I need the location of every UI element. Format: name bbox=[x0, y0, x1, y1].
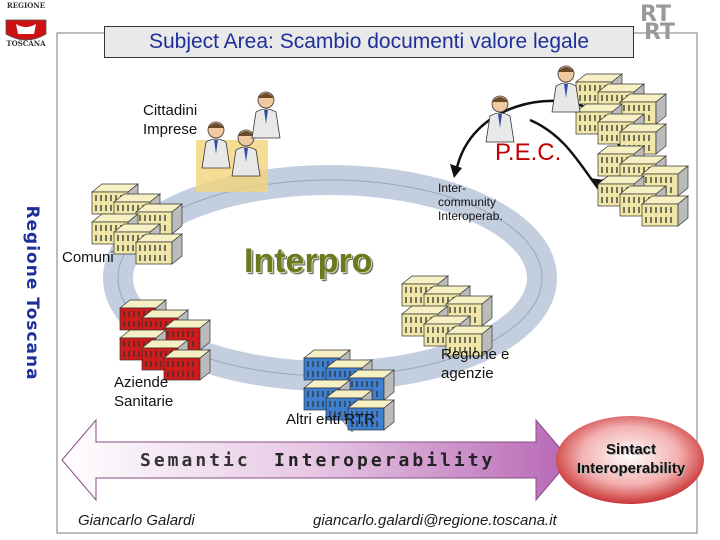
citizens-label: Cittadini bbox=[143, 102, 198, 119]
intercommunity-line-1: Inter- bbox=[438, 181, 467, 195]
regione-label-line-2: agenzie bbox=[441, 365, 494, 382]
author-email: giancarlo.galardi@regione.toscana.it bbox=[313, 512, 557, 529]
slide-title: Subject Area: Scambio documenti valore l… bbox=[104, 26, 634, 58]
intercommunity-line-3: Interoperab. bbox=[438, 209, 503, 223]
logo-text: REGIONE TOSCANA bbox=[4, 2, 48, 48]
citizens-businesses-people bbox=[196, 91, 281, 192]
intercommunity-line-2: community bbox=[438, 195, 497, 209]
businesses-label: Imprese bbox=[143, 121, 198, 138]
pec-label: P.E.C. bbox=[495, 139, 562, 166]
buildings-top-right bbox=[576, 74, 666, 154]
sintact-line-1: Sintact bbox=[605, 441, 656, 458]
author-name: Giancarlo Galardi bbox=[78, 512, 195, 529]
rt-corner-mark: RT RT bbox=[640, 2, 675, 45]
altri-enti-label: Altri enti RTR bbox=[286, 411, 375, 428]
rt-mark-line-1: RT bbox=[640, 2, 671, 27]
interoperability-label: Interoperability bbox=[274, 450, 496, 471]
buildings-aziende-sanitarie bbox=[120, 300, 210, 380]
rt-mark-line-2: RT bbox=[644, 20, 675, 45]
regione-toscana-vertical-label: Regione Toscana bbox=[22, 205, 42, 381]
aziende-label-line-1: Aziende bbox=[114, 374, 169, 391]
buildings-regione bbox=[402, 276, 492, 356]
aziende-label-line-2: Sanitarie bbox=[114, 393, 174, 410]
comuni-label: Comuni bbox=[62, 249, 114, 266]
intercommunity-label: Inter- community Interoperab. bbox=[438, 181, 503, 223]
regione-toscana-logo bbox=[5, 19, 47, 41]
sintact-interoperability-label: Sintact Interoperability bbox=[566, 440, 696, 478]
semantic-label: Semantic bbox=[140, 450, 251, 471]
logo-line-1: REGIONE bbox=[6, 1, 46, 10]
regione-label-line-1: Regione e bbox=[441, 346, 510, 363]
logo-line-2: TOSCANA bbox=[6, 39, 46, 48]
pec-people bbox=[485, 65, 581, 143]
sintact-line-2: Interoperability bbox=[576, 460, 686, 477]
sintact-badge bbox=[556, 416, 704, 504]
buildings-right bbox=[598, 146, 688, 226]
interpro-label: Interpro bbox=[244, 242, 373, 280]
